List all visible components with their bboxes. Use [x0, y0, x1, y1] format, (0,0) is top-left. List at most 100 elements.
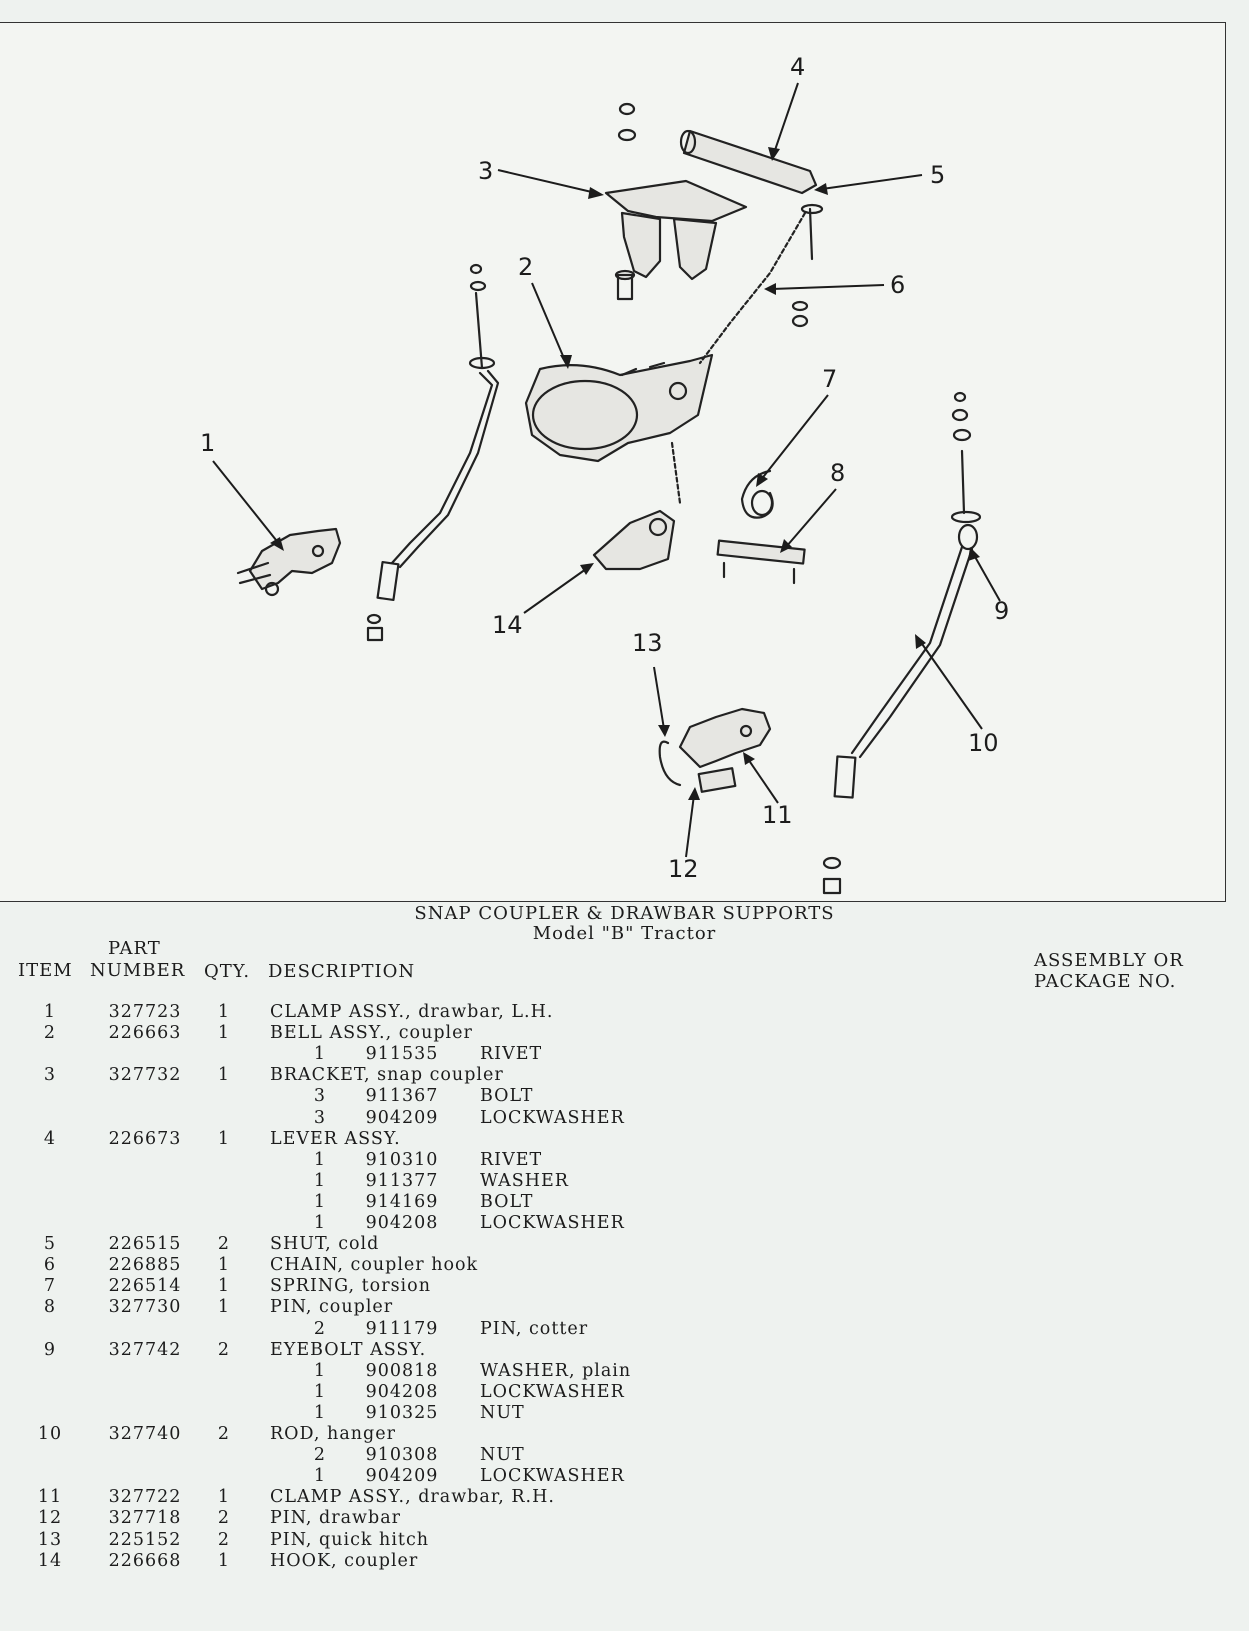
part-number: 904209: [365, 1466, 439, 1487]
part-number: 226663: [108, 1023, 182, 1044]
description: NUT: [480, 1445, 525, 1466]
description: LEVER ASSY.: [270, 1128, 401, 1149]
description: HOOK, coupler: [270, 1550, 419, 1571]
quantity: 1: [217, 1297, 231, 1318]
part-number: 911535: [365, 1044, 439, 1065]
lever-assy: [679, 129, 824, 261]
quantity: 1: [313, 1044, 327, 1065]
description: LOCKWASHER: [480, 1213, 625, 1233]
description: EYEBOLT ASSY.: [270, 1339, 427, 1360]
header-qty: QTY.: [204, 961, 251, 982]
hanger-rod-left: [366, 263, 500, 642]
item-number: 2: [43, 1023, 57, 1044]
quantity: 1: [313, 1381, 327, 1402]
quantity: 3: [313, 1086, 327, 1107]
figure-subtitle: Model "B" Tractor: [532, 923, 717, 944]
quantity: 2: [217, 1424, 231, 1444]
callout-5: 5: [930, 161, 945, 189]
callout-4: 4: [790, 53, 805, 81]
item-number: 3: [43, 1065, 57, 1086]
part-number: 226885: [108, 1255, 182, 1276]
part-number: 910325: [365, 1402, 439, 1423]
description: WASHER, plain: [480, 1360, 632, 1381]
item-number: 4: [43, 1128, 57, 1149]
coupler-hook: [592, 509, 676, 571]
header-assembly-line1: ASSEMBLY OR: [1034, 950, 1184, 971]
quantity: 1: [217, 1550, 231, 1571]
quantity: 1: [313, 1402, 327, 1423]
description: RIVET: [480, 1149, 543, 1170]
callout-8: 8: [830, 459, 845, 487]
coupler-pin: [716, 539, 806, 585]
quantity: 3: [313, 1107, 327, 1128]
quantity: 2: [217, 1508, 231, 1529]
description: BRACKET, snap coupler: [270, 1065, 504, 1086]
callout-12: 12: [668, 855, 699, 883]
quantity: 1: [217, 1023, 231, 1044]
description: LOCKWASHER: [480, 1107, 625, 1128]
part-number: 327742: [108, 1339, 182, 1360]
bracket-snap-coupler: [604, 102, 748, 301]
item-number: 14: [37, 1550, 63, 1571]
part-number: 904208: [365, 1381, 439, 1402]
item-number: 9: [43, 1339, 57, 1360]
quantity: 2: [313, 1318, 327, 1339]
quantity: 1: [313, 1191, 327, 1212]
part-number: 910310: [365, 1149, 439, 1170]
coupler-bell: [524, 353, 714, 463]
callout-2: 2: [518, 253, 533, 281]
item-number: 6: [43, 1255, 57, 1276]
description: BELL ASSY., coupler: [270, 1023, 473, 1044]
quantity: 1: [217, 1002, 231, 1022]
callout-11: 11: [762, 801, 793, 829]
part-number: 327722: [108, 1487, 182, 1508]
description: LOCKWASHER: [480, 1381, 625, 1402]
description: SHUT, cold: [270, 1234, 380, 1255]
header-assembly-line2: PACKAGE NO.: [1034, 971, 1177, 992]
description: SPRING, torsion: [270, 1276, 431, 1297]
description: PIN, drawbar: [270, 1508, 401, 1529]
callout-14: 14: [492, 611, 523, 639]
description: PIN, quick hitch: [270, 1529, 430, 1550]
description: CLAMP ASSY., drawbar, R.H.: [270, 1487, 555, 1508]
callout-13: 13: [632, 629, 663, 657]
callout-1: 1: [200, 429, 215, 457]
item-number: 7: [43, 1276, 57, 1297]
quantity: 1: [217, 1487, 231, 1508]
part-number: 226514: [108, 1276, 182, 1297]
part-number: 911179: [365, 1318, 439, 1339]
quantity: 1: [217, 1128, 231, 1149]
description: WASHER: [480, 1170, 569, 1191]
callout-6: 6: [890, 271, 905, 299]
callout-3: 3: [478, 157, 493, 185]
torsion-spring: [740, 469, 774, 519]
part-number: 226515: [108, 1234, 182, 1255]
quantity: 2: [313, 1445, 327, 1466]
part-number: 911377: [365, 1170, 439, 1191]
item-number: 12: [37, 1508, 63, 1529]
callout-7: 7: [822, 365, 837, 393]
part-number: 904209: [365, 1107, 439, 1128]
header-part-line2: NUMBER: [90, 960, 186, 981]
description: CHAIN, coupler hook: [270, 1255, 479, 1276]
table-row: 9 327742 2 EYEBOLT ASSY.: [0, 1340, 1249, 1361]
quantity: 2: [217, 1339, 231, 1360]
quantity: 1: [313, 1466, 327, 1487]
